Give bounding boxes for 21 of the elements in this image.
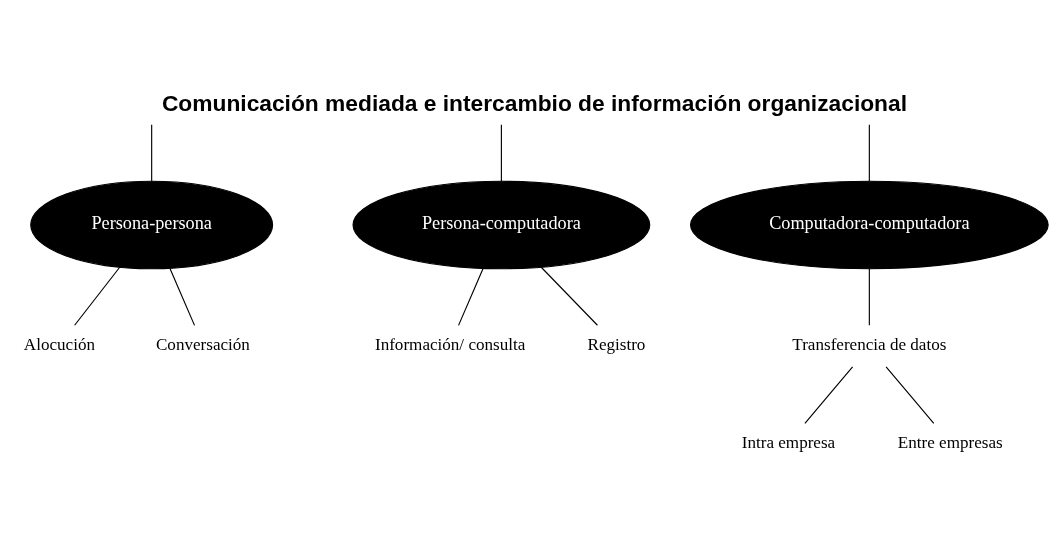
connector [500, 124, 502, 182]
connector [169, 267, 196, 326]
connector [885, 366, 935, 424]
connector [540, 266, 599, 326]
connector [868, 124, 870, 182]
node-ellipse: Computadora-computadora [689, 180, 1049, 270]
connector [151, 124, 153, 182]
connector [457, 267, 484, 326]
connector [868, 268, 870, 326]
node-text: Información/ consulta [374, 334, 526, 354]
connector [74, 266, 121, 326]
node-text: Entre empresas [897, 432, 1003, 452]
node-text: Intra empresa [741, 432, 836, 452]
diagram-title: Comunicación mediada e intercambio de información organizacional [161, 90, 908, 117]
node-text: Conversación [155, 334, 250, 354]
node-text: Transferencia de datos [792, 334, 947, 354]
node-text: Alocución [23, 334, 95, 354]
node-ellipse: Persona-computadora [352, 180, 651, 270]
connector [804, 366, 854, 424]
node-text: Registro [587, 334, 646, 354]
node-ellipse: Persona-persona [30, 180, 274, 270]
